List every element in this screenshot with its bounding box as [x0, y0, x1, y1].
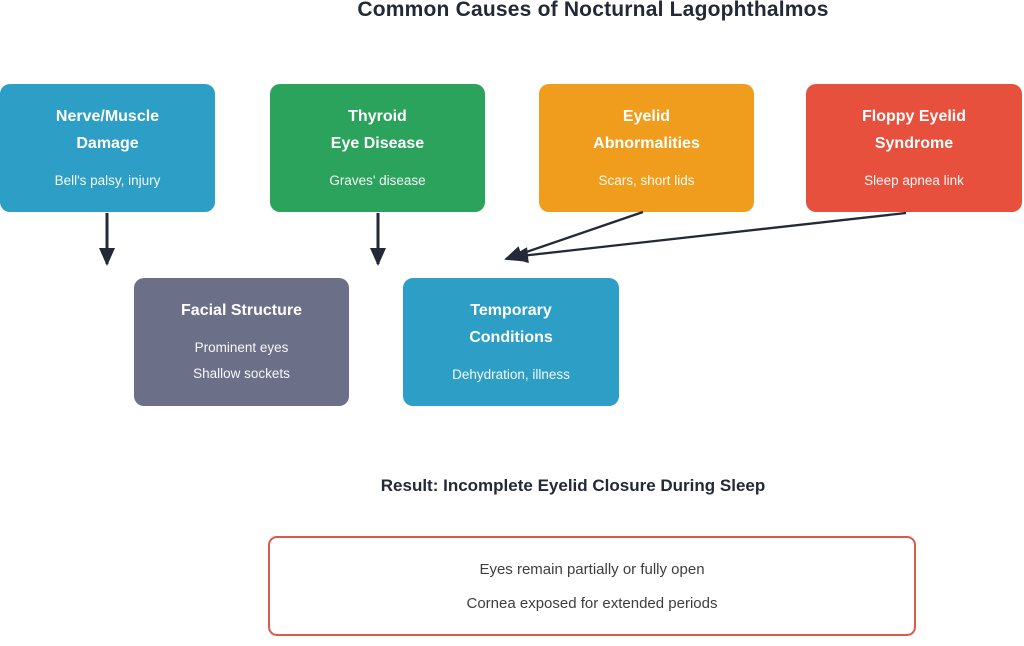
cause-box-title: Eyelid Abnormalities [593, 103, 700, 157]
cause-subtitle-line: Sleep apnea link [864, 172, 964, 188]
cause-title-line: Thyroid [348, 107, 407, 125]
arrow-eyelid-abnormalities-to-temporary-conditions [504, 210, 644, 262]
result-line: Cornea exposed for extended periods [466, 594, 718, 612]
cause-subtitle-line: Graves' disease [329, 172, 426, 188]
cause-subtitle-line: Scars, short lids [598, 172, 695, 188]
cause-box-eyelid-abnormalities: Eyelid Abnormalities Scars, short lids [539, 84, 754, 212]
intermediate-title-line: Temporary [470, 301, 552, 319]
cause-box-title: Thyroid Eye Disease [331, 103, 424, 157]
cause-subtitle-line: Bell's palsy, injury [54, 172, 161, 188]
cause-box-subtitle: Graves' disease [329, 168, 425, 194]
cause-title-line: Floppy Eyelid [861, 107, 966, 125]
result-line: Eyes remain partially or fully open [479, 560, 705, 578]
cause-box-floppy-eyelid-syndrome: Floppy Eyelid Syndrome Sleep apnea link [806, 84, 1022, 212]
cause-box-subtitle: Sleep apnea link [864, 168, 964, 194]
cause-box-subtitle: Scars, short lids [598, 168, 694, 194]
intermediate-subtitle-line: Shallow sockets [193, 366, 290, 381]
result-box: Eyes remain partially or fully open Corn… [268, 536, 916, 636]
intermediate-box-facial-structure: Facial Structure Prominent eyes Shallow … [134, 278, 349, 406]
cause-box-title: Floppy Eyelid Syndrome [862, 103, 966, 157]
intermediate-box-subtitle: Prominent eyes Shallow sockets [193, 335, 290, 387]
diagram-title: Common Causes of Nocturnal Lagophthalmos [357, 0, 829, 21]
intermediate-subtitle-line: Prominent eyes [194, 340, 289, 355]
arrow-floppy-eyelid-to-temporary-conditions [510, 211, 907, 264]
cause-box-thyroid-eye-disease: Thyroid Eye Disease Graves' disease [270, 84, 485, 212]
intermediate-box-subtitle: Dehydration, illness [452, 362, 570, 388]
cause-title-line: Damage [76, 134, 139, 152]
cause-box-title: Nerve/Muscle Damage [56, 103, 159, 157]
intermediate-box-title: Facial Structure [181, 297, 302, 324]
result-heading: Result: Incomplete Eyelid Closure During… [380, 476, 766, 495]
cause-title-line: Syndrome [874, 134, 954, 152]
cause-title-line: Nerve/Muscle [55, 107, 160, 125]
cause-box-subtitle: Bell's palsy, injury [55, 168, 161, 194]
intermediate-subtitle-line: Dehydration, illness [452, 366, 570, 382]
cause-box-nerve-muscle-damage: Nerve/Muscle Damage Bell's palsy, injury [0, 84, 215, 212]
intermediate-box-temporary-conditions: Temporary Conditions Dehydration, illnes… [403, 278, 619, 406]
intermediate-title-line: Conditions [469, 328, 553, 346]
cause-title-line: Eyelid [622, 107, 671, 125]
intermediate-title-line: Facial Structure [181, 302, 302, 319]
cause-title-line: Eye Disease [330, 134, 425, 152]
cause-title-line: Abnormalities [593, 134, 700, 152]
intermediate-box-title: Temporary Conditions [469, 297, 553, 351]
